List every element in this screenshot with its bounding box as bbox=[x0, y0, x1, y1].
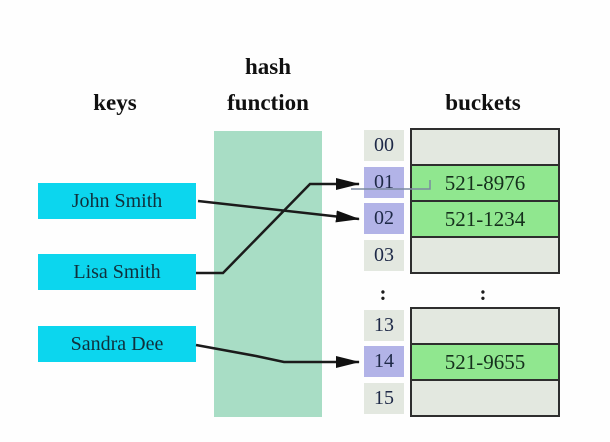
keys-header: keys bbox=[93, 90, 137, 115]
index-ellipsis: : bbox=[379, 281, 387, 305]
key-box-sandra-dee: Sandra Dee bbox=[38, 326, 196, 362]
bucket-row-01: 521-8976 bbox=[412, 166, 558, 202]
hash-function-header: hash function bbox=[198, 49, 338, 121]
key-box-lisa-smith: Lisa Smith bbox=[38, 254, 196, 290]
slot-index-03: 03 bbox=[364, 240, 404, 271]
bucket-row-14: 521-9655 bbox=[412, 345, 558, 381]
key-box-john-smith: John Smith bbox=[38, 183, 196, 219]
bucket-row-03 bbox=[412, 238, 558, 272]
bucket-row-13 bbox=[412, 309, 558, 345]
bucket-row-00 bbox=[412, 130, 558, 166]
buckets-header: buckets bbox=[445, 90, 521, 115]
bucket-row-02: 521-1234 bbox=[412, 202, 558, 238]
hash-function-header-line2: function bbox=[227, 90, 309, 115]
bucket-row-15 bbox=[412, 381, 558, 415]
bucket-table-bottom: 521-9655 bbox=[410, 307, 560, 417]
slot-index-14: 14 bbox=[364, 346, 404, 377]
hash-function-header-line1: hash bbox=[244, 54, 292, 79]
slot-index-00: 00 bbox=[364, 130, 404, 161]
bucket-table-top: 521-8976 521-1234 bbox=[410, 128, 560, 274]
bucket-ellipsis: : bbox=[479, 281, 487, 305]
slot-index-01: 01 bbox=[364, 167, 404, 198]
slot-index-15: 15 bbox=[364, 383, 404, 414]
slot-index-02: 02 bbox=[364, 203, 404, 234]
slot-index-13: 13 bbox=[364, 310, 404, 341]
hash-function-block bbox=[214, 131, 322, 417]
